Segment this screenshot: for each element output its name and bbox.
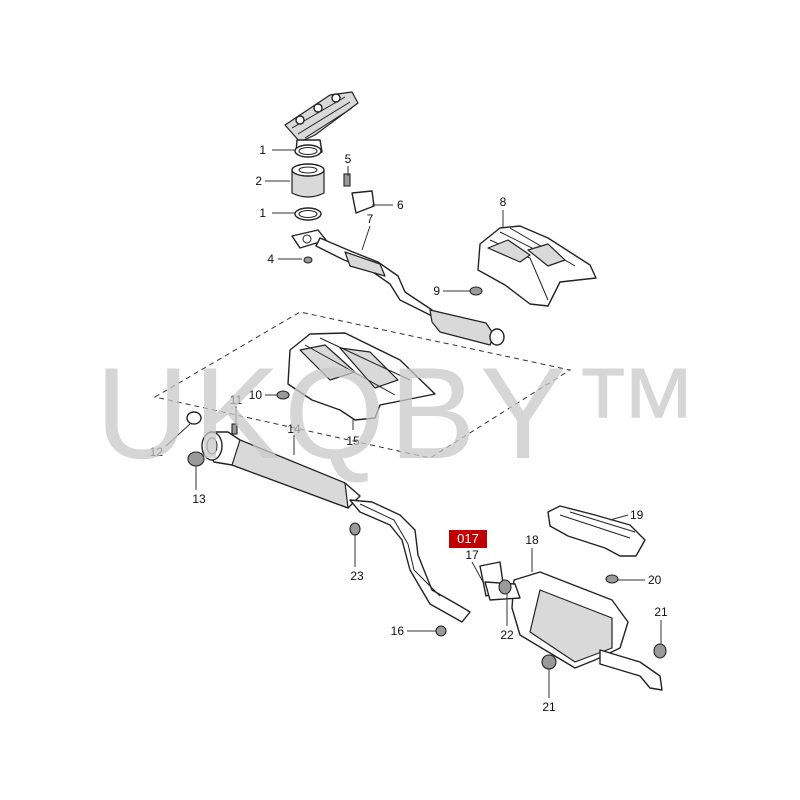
nut-20 xyxy=(605,574,619,584)
nut-9 xyxy=(469,286,483,296)
callout-1b: 1 xyxy=(259,206,266,220)
callout-5: 5 xyxy=(345,152,352,166)
hanger-21-right xyxy=(653,643,667,659)
callout-4: 4 xyxy=(267,252,274,266)
callout-7: 7 xyxy=(367,212,374,226)
heat-shield-rear xyxy=(547,505,646,557)
highlighted-part-badge[interactable]: 017 xyxy=(449,530,487,548)
intermediate-pipe xyxy=(349,499,471,623)
hanger-22 xyxy=(498,579,512,595)
callout-19: 19 xyxy=(630,508,644,522)
callout-12: 12 xyxy=(150,445,164,459)
gasket-12 xyxy=(186,411,202,425)
callout-9: 9 xyxy=(433,284,440,298)
callout-13: 13 xyxy=(192,492,206,506)
bolt-5 xyxy=(343,173,351,187)
bolt-11 xyxy=(231,423,238,435)
catalytic-converter xyxy=(291,163,325,198)
callout-6: 6 xyxy=(397,198,404,212)
front-pipe xyxy=(291,229,505,346)
callout-22: 22 xyxy=(500,628,514,642)
callout-21-right: 21 xyxy=(654,605,668,619)
callout-15: 15 xyxy=(346,434,360,448)
callout-16: 16 xyxy=(391,624,405,638)
hanger-23 xyxy=(349,522,361,536)
gasket-upper xyxy=(294,144,322,158)
callout-8: 8 xyxy=(500,195,507,209)
callout-18: 18 xyxy=(525,533,539,547)
callout-10: 10 xyxy=(249,388,263,402)
callout-14: 14 xyxy=(287,422,301,436)
callout-2: 2 xyxy=(255,174,262,188)
callout-17: 17 xyxy=(465,548,479,562)
nut-4 xyxy=(303,256,313,264)
callout-11: 11 xyxy=(230,393,243,407)
callout-labels: 1 2 1 4 5 6 7 8 9 10 11 12 13 14 15 16 1… xyxy=(150,143,668,714)
exhaust-manifold xyxy=(284,91,359,153)
hanger-21-lower xyxy=(541,654,557,670)
leader-lines xyxy=(165,149,662,698)
rear-muffler xyxy=(484,571,663,691)
nut-16 xyxy=(435,625,447,637)
callout-1a: 1 xyxy=(259,143,266,157)
heat-shield-group-boundary xyxy=(153,311,572,459)
heat-shield-center xyxy=(287,332,436,421)
callout-20: 20 xyxy=(648,573,662,587)
heat-shield-upper xyxy=(477,225,597,307)
middle-muffler xyxy=(201,431,361,509)
callout-21-lower: 21 xyxy=(542,700,556,714)
callout-23: 23 xyxy=(350,569,364,583)
bracket xyxy=(351,190,375,214)
gasket-lower xyxy=(294,207,322,221)
watermark-text: UKQBY™ xyxy=(95,340,704,486)
